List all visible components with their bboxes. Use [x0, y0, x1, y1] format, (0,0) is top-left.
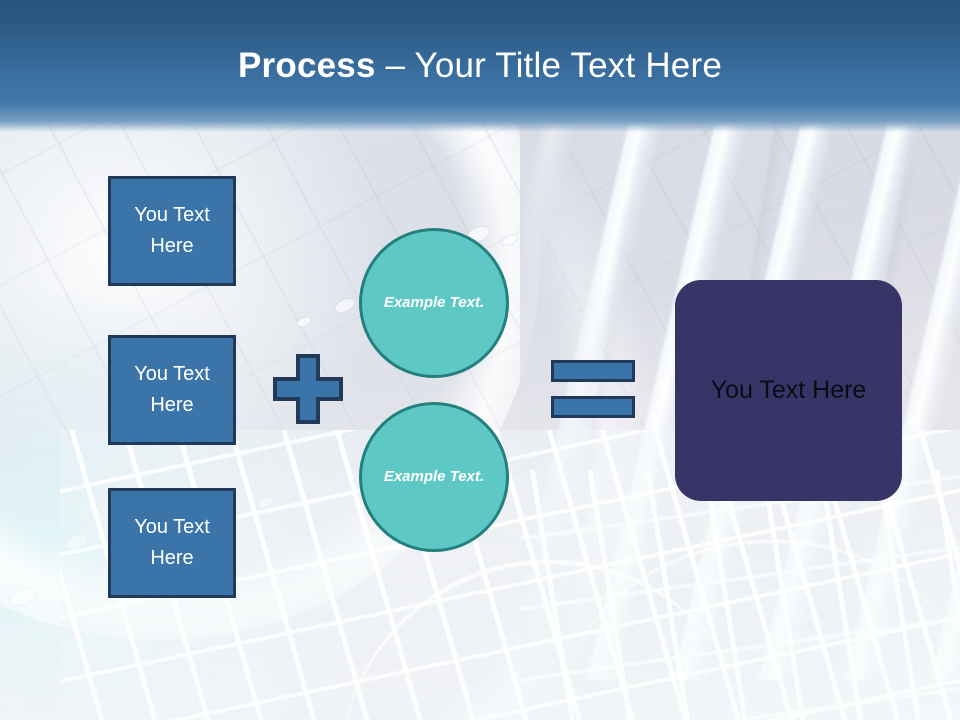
- result-box-label: You Text Here: [710, 376, 867, 404]
- example-circle-2[interactable]: Example Text.: [359, 402, 509, 552]
- step-box-1-label: You Text Here: [134, 204, 210, 257]
- page-title-rest: – Your Title Text Here: [375, 46, 722, 85]
- example-circle-1-label: Example Text.: [383, 294, 485, 311]
- equals-icon: [551, 360, 635, 418]
- page-title: Process – Your Title Text Here: [0, 46, 960, 86]
- example-circle-1[interactable]: Example Text.: [359, 228, 509, 378]
- example-circle-2-label: Example Text.: [383, 468, 485, 485]
- step-box-2-label: You Text Here: [134, 363, 210, 416]
- step-box-3[interactable]: You Text Here: [108, 488, 236, 598]
- step-box-2[interactable]: You Text Here: [108, 335, 236, 445]
- header-band: [0, 0, 960, 132]
- plus-icon: [272, 353, 344, 425]
- result-box[interactable]: You Text Here: [675, 280, 902, 501]
- step-box-3-label: You Text Here: [134, 516, 210, 569]
- equals-bar-top: [551, 360, 635, 382]
- page-title-emphasis: Process: [238, 46, 376, 85]
- step-box-1[interactable]: You Text Here: [108, 176, 236, 286]
- equals-bar-bottom: [551, 396, 635, 418]
